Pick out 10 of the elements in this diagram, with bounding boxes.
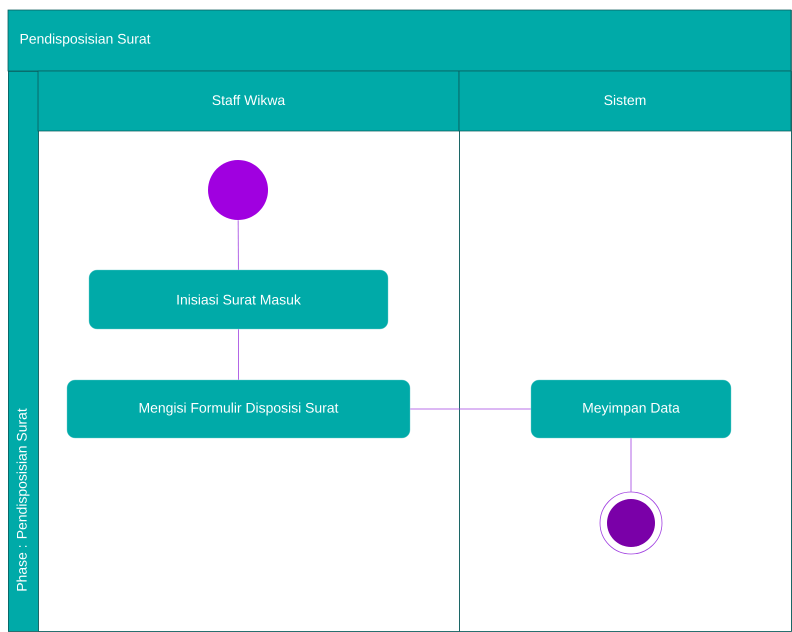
connector — [238, 220, 239, 270]
start-node — [208, 160, 268, 220]
activity-box: Mengisi Formulir Disposisi Surat — [66, 380, 410, 438]
connector — [410, 408, 532, 410]
phase-band: Phase : Pendisposisian Surat — [8, 71, 39, 632]
activity-box: Inisiasi Surat Masuk — [88, 270, 388, 330]
end-node — [600, 492, 662, 554]
connector — [238, 328, 239, 380]
connector — [630, 438, 632, 492]
activity-box: Meyimpan Data — [530, 380, 732, 438]
